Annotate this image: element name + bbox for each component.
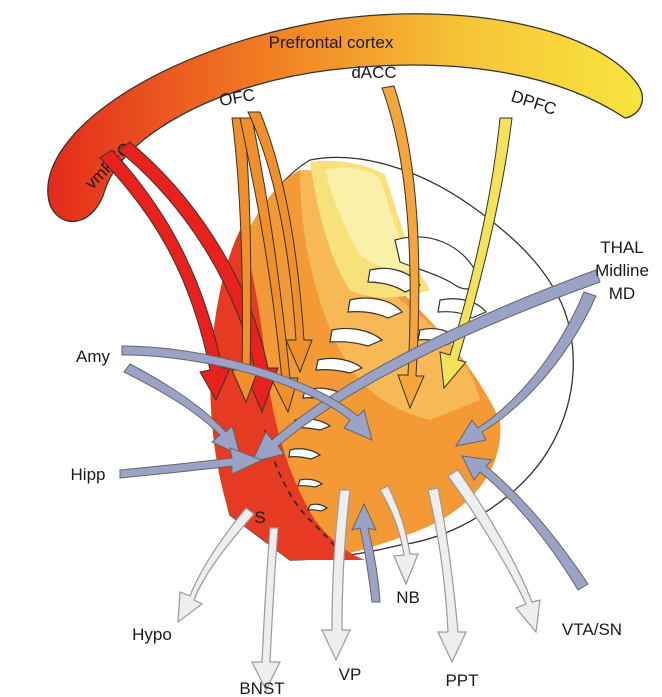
prefrontal-cortex-label: Prefrontal cortex bbox=[269, 33, 394, 52]
thal-label: THAL bbox=[600, 238, 643, 257]
s-label: S bbox=[254, 508, 265, 527]
amy-label: Amy bbox=[76, 347, 111, 366]
midline-label: Midline bbox=[595, 261, 649, 280]
dpfc-label: DPFC bbox=[509, 87, 559, 119]
vta-sn-label: VTA/SN bbox=[562, 620, 622, 639]
hypo-output-arrow bbox=[178, 508, 254, 622]
hypo-label: Hypo bbox=[132, 625, 172, 644]
dacc-label: dACC bbox=[351, 63, 396, 82]
bnst-output-arrow bbox=[252, 528, 280, 690]
vp-label: VP bbox=[339, 665, 362, 684]
nb-label: NB bbox=[396, 588, 420, 607]
ppt-label: PPT bbox=[445, 671, 478, 690]
bnst-label: BNST bbox=[239, 679, 284, 697]
md-label: MD bbox=[609, 284, 635, 303]
hipp-label: Hipp bbox=[71, 465, 106, 484]
